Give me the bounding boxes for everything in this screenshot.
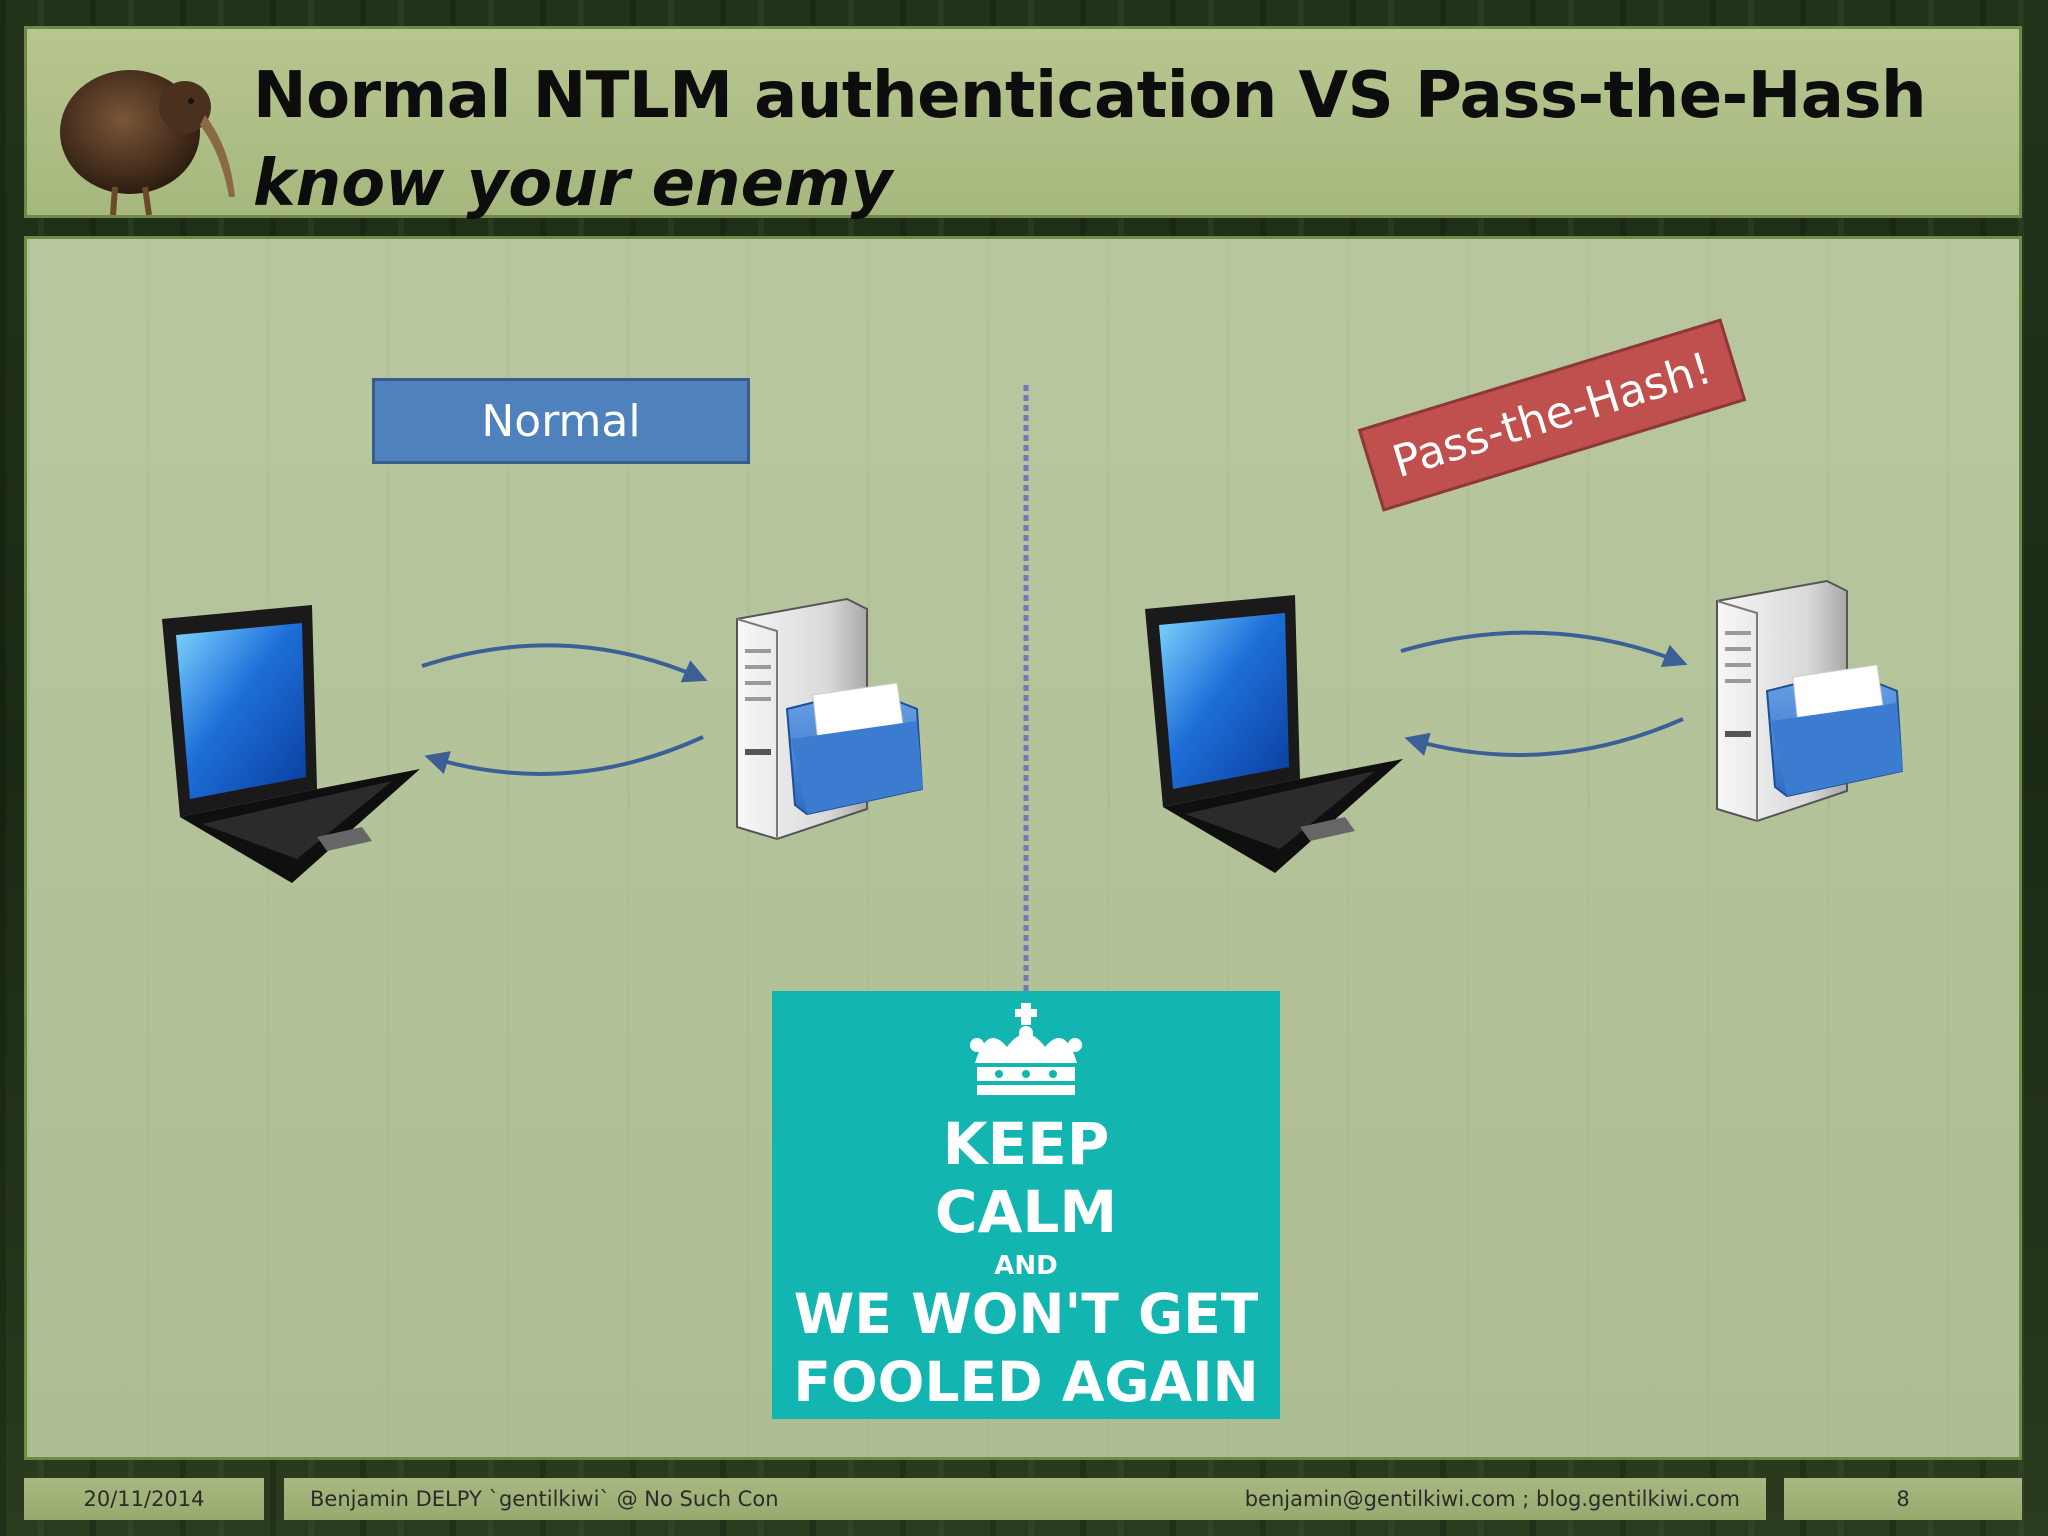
footer-date-text: 20/11/2014	[83, 1487, 205, 1511]
poster-line-keep: KEEP	[942, 1110, 1110, 1178]
footer-contact: benjamin@gentilkiwi.com ; blog.gentilkiw…	[1244, 1487, 1740, 1511]
slide-title: Normal NTLM authentication VS Pass-the-H…	[253, 59, 1927, 133]
target-server-folder-icon	[1716, 580, 1904, 822]
slide-subtitle: know your enemy	[253, 147, 893, 221]
crown-icon	[970, 1003, 1082, 1095]
keep-calm-poster: KEEP CALM AND WE WON'T GET FOOLED AGAIN	[772, 991, 1280, 1419]
poster-line-fooled-again: FOOLED AGAIN	[793, 1350, 1259, 1414]
slide-title-bar: Normal NTLM authentication VS Pass-the-H…	[24, 26, 2022, 221]
client-laptop-icon	[162, 605, 420, 883]
poster-line-calm: CALM	[934, 1178, 1118, 1246]
footer-date: 20/11/2014	[24, 1478, 264, 1520]
footer-page-text: 8	[1896, 1487, 1910, 1511]
response-arrow	[424, 735, 704, 776]
request-arrow	[421, 643, 708, 683]
kiwi-bird-icon	[60, 70, 235, 216]
poster-line-wont-get: WE WON'T GET	[793, 1282, 1259, 1346]
normal-label: Normal	[372, 378, 750, 464]
slide-content: Normal Pass-the-Hash! KEEP CALM AND WE W…	[24, 236, 2022, 1460]
server-folder-icon	[736, 598, 924, 840]
attacker-laptop-icon	[1145, 595, 1403, 873]
poster-line-and: AND	[994, 1251, 1058, 1281]
footer-page-number: 8	[1784, 1478, 2022, 1520]
pth-response-arrow	[1404, 717, 1684, 757]
footer-author-bar: Benjamin DELPY `gentilkiwi` @ No Such Co…	[284, 1478, 1766, 1520]
ntlm-diagram	[162, 385, 1904, 991]
footer-author: Benjamin DELPY `gentilkiwi` @ No Such Co…	[310, 1487, 779, 1511]
pth-request-arrow	[1400, 630, 1688, 668]
